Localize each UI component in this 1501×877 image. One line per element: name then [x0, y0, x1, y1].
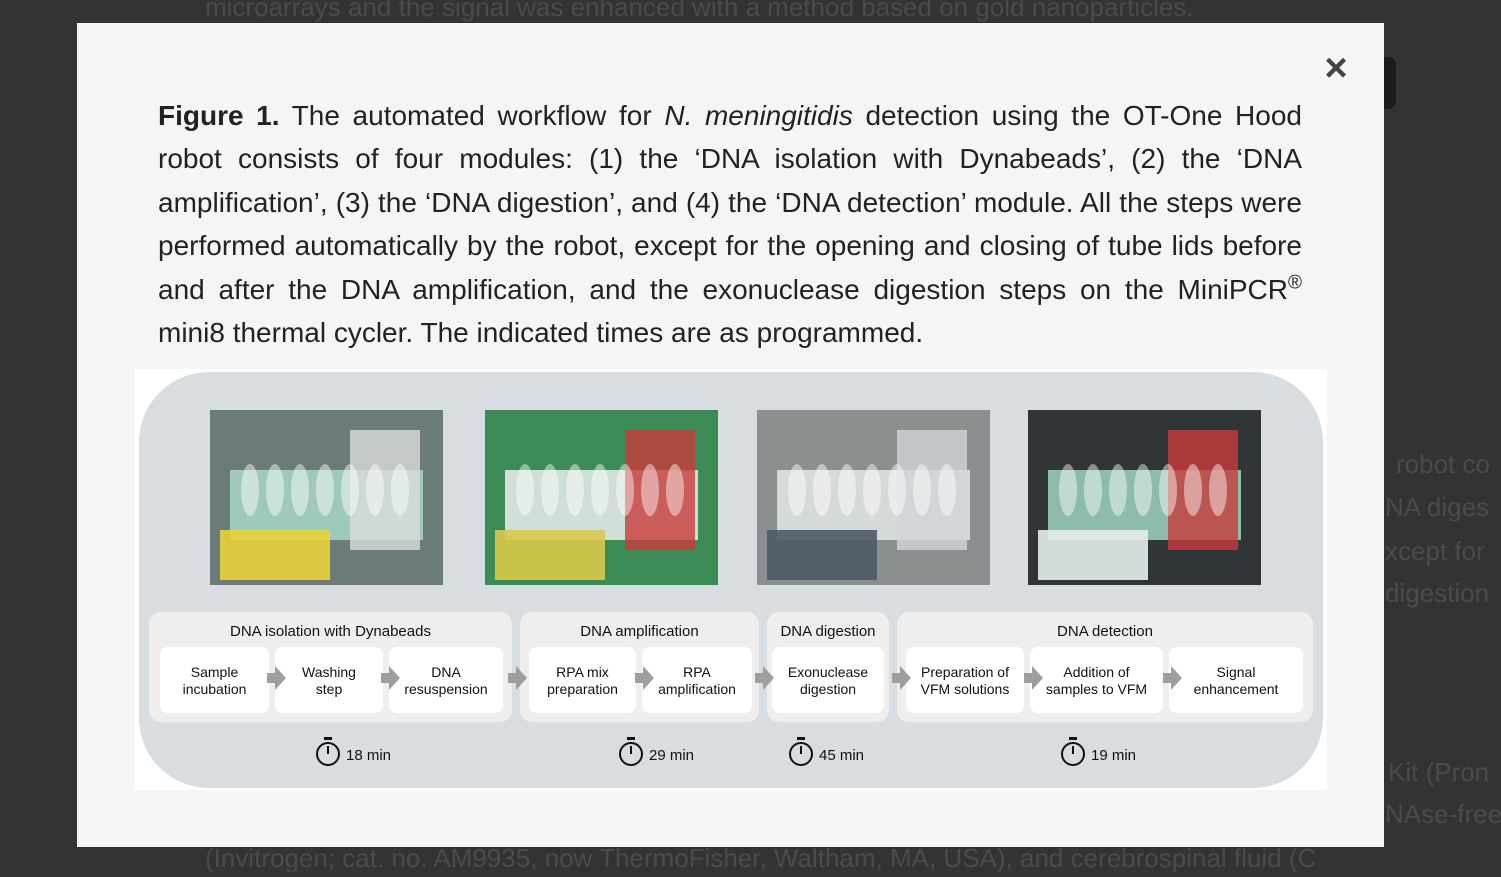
module-time: 29 min — [649, 747, 694, 764]
step-label: Signal — [1217, 664, 1256, 680]
step-label: DNA — [431, 664, 461, 680]
step-box — [772, 647, 884, 713]
workflow-diagram: DNA isolation with DynabeadsSampleincuba… — [139, 372, 1323, 788]
module-title: DNA isolation with Dynabeads — [230, 623, 431, 640]
bg-text-line: microarrays and the signal was enhanced … — [205, 0, 1194, 22]
step-label: resuspension — [404, 681, 487, 697]
step-label: Addition of — [1063, 664, 1129, 680]
arrow-right-icon — [1163, 666, 1182, 690]
arrow-right-icon — [381, 666, 400, 690]
step-label: amplification — [658, 681, 736, 697]
arrow-right-icon — [267, 666, 286, 690]
figure-label: Figure 1. — [158, 100, 280, 131]
step-label: digestion — [800, 681, 856, 697]
step-box — [906, 647, 1024, 713]
step-box — [642, 647, 752, 713]
bg-text-line: xcept for — [1385, 536, 1485, 566]
caption-text: The automated workflow for — [279, 100, 665, 131]
step-box — [389, 647, 503, 713]
registered-mark: ® — [1288, 272, 1302, 294]
module-title: DNA amplification — [580, 623, 698, 640]
module-time: 18 min — [346, 747, 391, 764]
module-time: 19 min — [1091, 747, 1136, 764]
step-label: Exonuclease — [788, 664, 868, 680]
step-label: samples to VFM — [1046, 681, 1147, 697]
arrow-right-icon — [892, 666, 911, 690]
stopwatch-icon — [1061, 737, 1085, 766]
arrow-right-icon — [635, 666, 654, 690]
photo-dna-isolation — [210, 410, 443, 585]
close-icon[interactable]: × — [1324, 46, 1348, 90]
step-box — [1030, 647, 1163, 713]
step-label: RPA mix — [556, 664, 609, 680]
step-box — [160, 647, 269, 713]
bg-text-line: Kit (Pron — [1388, 757, 1490, 787]
step-label: RPA — [683, 664, 711, 680]
step-label: VFM solutions — [921, 681, 1010, 697]
photo-dna-detection — [1028, 410, 1261, 585]
bg-text-line: (Invitrogen; cat. no. AM9935, now Thermo… — [205, 843, 1317, 873]
module-title: DNA digestion — [780, 623, 875, 640]
caption-text: detection using the OT-One Hood robot co… — [158, 100, 1302, 305]
caption-text: mini8 thermal cycler. The indicated time… — [158, 317, 924, 349]
bg-text-line: robot co — [1396, 449, 1490, 479]
stopwatch-icon — [316, 737, 340, 766]
arrow-right-icon — [508, 666, 527, 690]
bg-text-line: NA diges — [1385, 492, 1490, 522]
bg-text-line: digestion — [1385, 578, 1490, 608]
arrow-right-icon — [755, 666, 774, 690]
photo-dna-digestion — [757, 410, 990, 585]
step-label: enhancement — [1194, 681, 1279, 697]
step-label: Washing — [302, 664, 356, 680]
step-box — [275, 647, 383, 713]
figure-caption: Figure 1. The automated workflow for N. … — [158, 94, 1302, 354]
stopwatch-icon — [789, 737, 813, 766]
caption-species: N. meningitidis — [664, 100, 853, 131]
step-label: Preparation of — [921, 664, 1009, 680]
stopwatch-icon — [619, 737, 643, 766]
step-label: step — [316, 681, 343, 697]
photo-dna-amplification — [485, 410, 718, 585]
step-label: preparation — [547, 681, 618, 697]
step-label: Sample — [191, 664, 239, 680]
module-time: 45 min — [819, 747, 864, 764]
module-1: DNA isolation with DynabeadsSampleincuba… — [149, 612, 512, 722]
bg-text-line: NAse-free — [1385, 799, 1501, 829]
step-box — [529, 647, 636, 713]
step-box — [1169, 647, 1303, 713]
module-title: DNA detection — [1057, 623, 1153, 640]
step-label: incubation — [183, 681, 247, 697]
arrow-right-icon — [1024, 666, 1043, 690]
